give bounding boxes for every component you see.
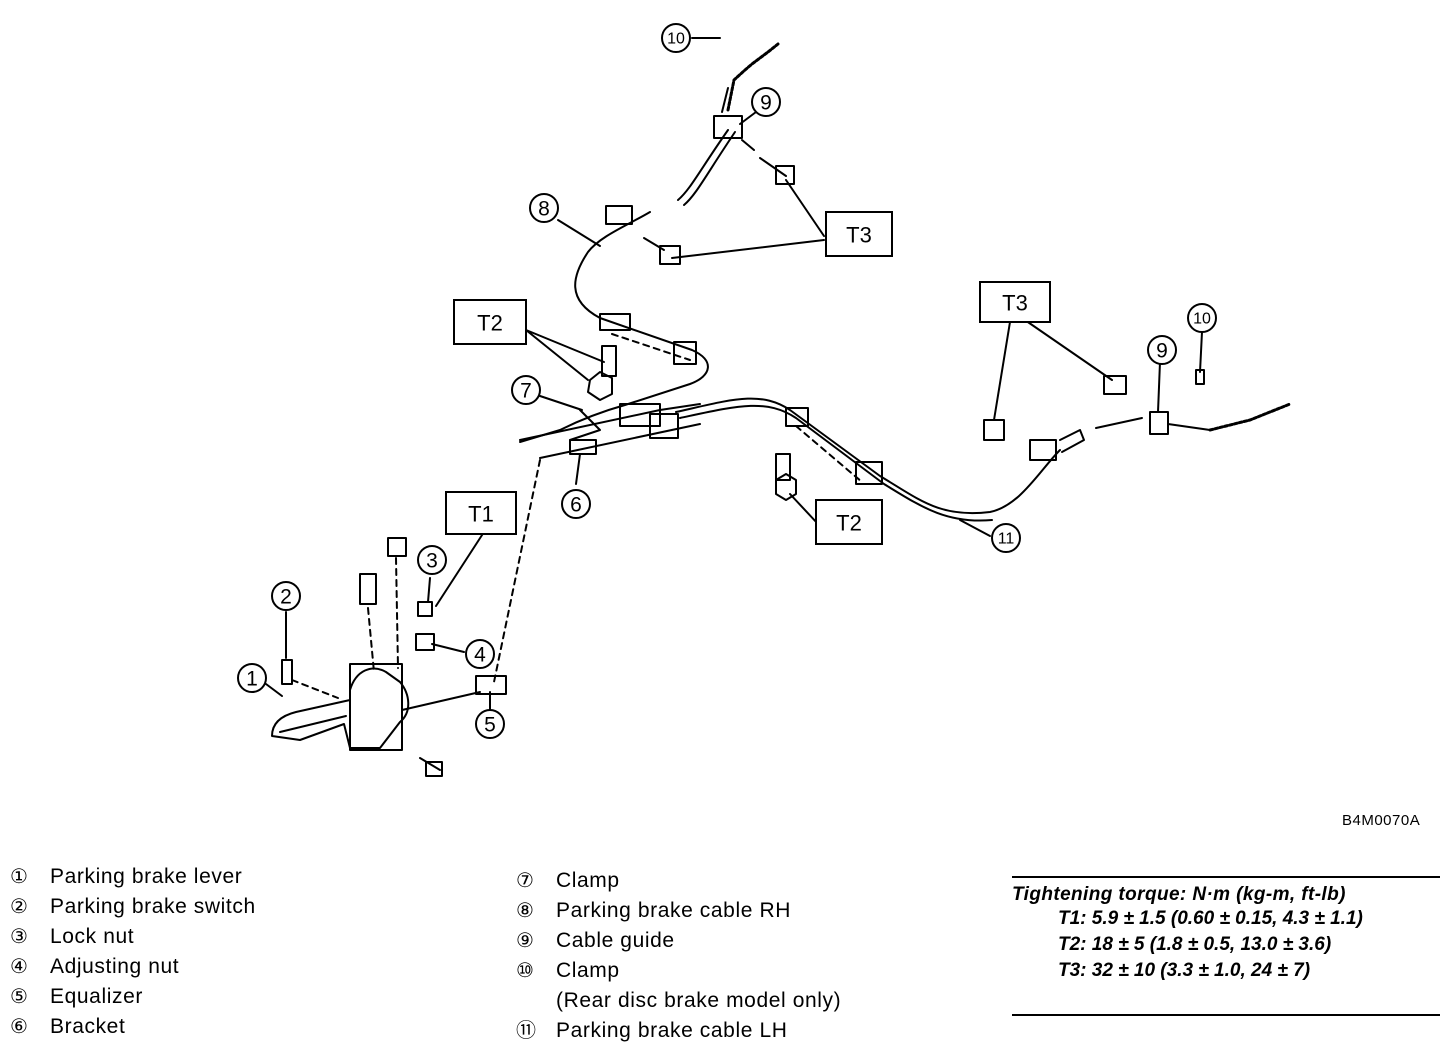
callout-11 [991,523,1021,553]
torque-tag-t2-lower [815,499,883,545]
torque-row-t2: T2: 18 ± 5 (1.8 ± 0.5, 13.0 ± 3.6) [1058,934,1332,955]
rh-cable-guide [713,115,743,139]
rh-cable-end [721,87,729,113]
rh-cable [519,129,729,443]
leader-11 [959,519,991,537]
torque-tag-t3-upper [825,211,893,257]
callout-9-lower-label: 9 [1156,340,1168,363]
torque-tag-t3-lower [979,281,1051,323]
callout-7-label: 7 [520,380,532,403]
rh-spring [726,42,780,112]
callout-4-label: 4 [474,644,486,667]
lh-cable-guide [1149,411,1169,435]
callout-10-lower-label: 10 [1193,311,1211,328]
torque-tag-t3-upper-label: T3 [846,223,872,248]
leader-9a [739,111,757,125]
callout-9-upper [751,87,781,117]
callout-1-label: 1 [246,668,258,691]
callout-8-label: 8 [538,198,550,221]
torque-tag-t2-lower-label: T2 [836,511,862,536]
tightening-torque-box: Tightening torque: N·m (kg-m, ft-lb) T1:… [1012,876,1440,1016]
torque-row-t1: T1: 5.9 ± 1.5 (0.60 ± 0.15, 4.3 ± 1.1) [1058,908,1363,929]
callout-9-upper-label: 9 [760,92,772,115]
leader-3 [427,577,431,603]
callout-3 [417,545,447,575]
callout-2 [271,581,301,611]
leader-10b [1199,331,1203,373]
leader-7 [539,395,583,411]
leader-t2b [789,493,819,525]
legend-item: (Rear disc brake model only) [556,989,842,1012]
leader-t2a [525,329,605,381]
callout-10-upper-label: 10 [667,31,685,48]
callout-2-label: 2 [280,586,292,609]
leader-9b [1157,361,1161,413]
callout-11-label: 11 [998,531,1015,548]
parking-brake-diagram: 10 9 8 7 6 3 2 4 1 5 11 9 10 T3 T2 T1 T2… [237,23,1292,777]
torque-header: Tightening torque: N·m (kg-m, ft-lb) [1012,884,1346,905]
callout-4 [465,639,495,669]
callout-3-label: 3 [426,550,438,573]
callout-7 [511,375,541,405]
callout-1 [237,663,267,693]
callout-6 [561,489,591,519]
figure-code: B4M0070A [1342,812,1421,829]
leader-8 [557,219,601,247]
torque-tag-t2-upper [453,299,527,345]
callout-8 [529,193,559,223]
leader-1 [265,683,283,697]
leader-4 [431,643,465,653]
torque-tag-t2-upper-label: T2 [477,311,503,336]
torque-row-t3: T3: 32 ± 10 (3.3 ± 1.0, 24 ± 7) [1058,960,1311,981]
callout-9-lower [1147,335,1177,365]
leader-t3b [993,317,1113,421]
leader-t3a [671,179,825,259]
callout-6-label: 6 [570,494,582,517]
leader-t1 [435,531,485,607]
torque-tag-t3-lower-label: T3 [1002,291,1028,316]
torque-tag-t1-label: T1 [468,502,494,527]
callout-10-lower [1187,303,1217,333]
callout-5 [475,709,505,739]
torque-tag-t1 [445,491,517,535]
callout-10-upper [661,23,691,53]
leader-6 [575,453,581,485]
lh-spring [1208,402,1292,432]
rh-cable-outline [683,131,736,206]
callout-5-label: 5 [484,714,496,737]
lh-cable [675,397,1061,515]
